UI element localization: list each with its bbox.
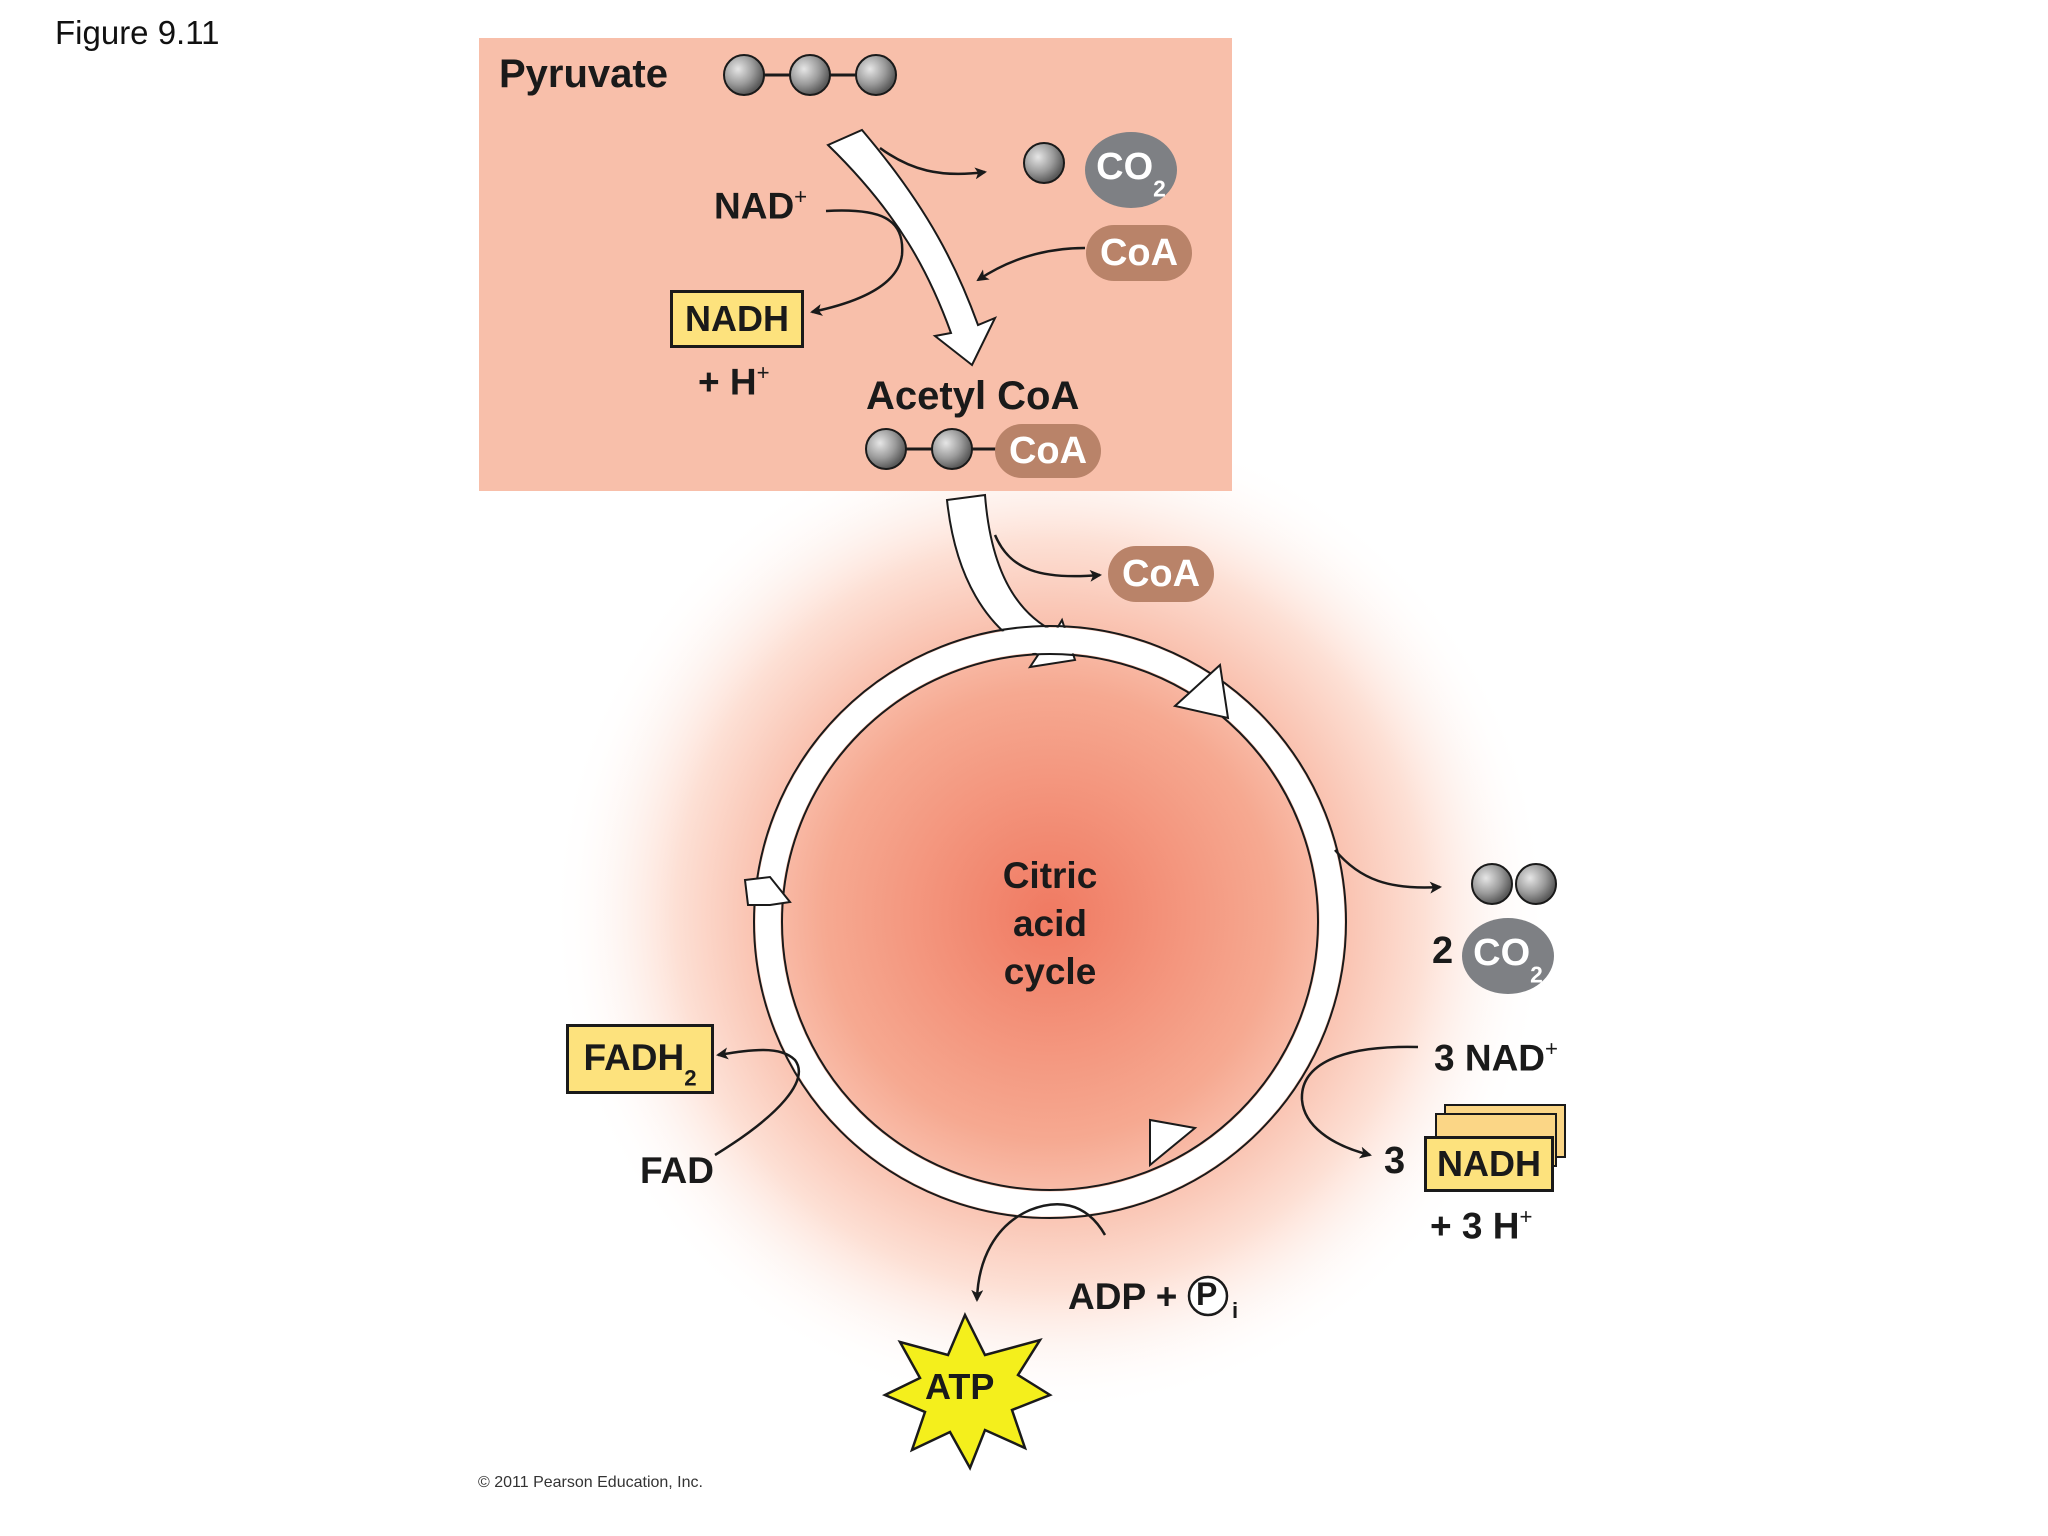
co2-release-arrow bbox=[879, 146, 987, 180]
coa-input-arrow bbox=[976, 246, 1086, 282]
cycle-co2-ball-2 bbox=[1515, 863, 1557, 905]
co2-carbon-ball bbox=[1023, 142, 1065, 184]
cycle-arrowhead-bottom bbox=[1149, 1118, 1198, 1168]
cycle-co2-arrow bbox=[1334, 849, 1442, 894]
nadh-box-top: NADH bbox=[670, 290, 804, 348]
pyruvate-conversion-arrow bbox=[826, 128, 998, 367]
co2-text: CO bbox=[1096, 146, 1154, 188]
h-plus-top: + H+ bbox=[698, 360, 770, 403]
acetyl-coa-entry-arrow bbox=[945, 493, 1077, 669]
cycle-h-superscript: + bbox=[1519, 1204, 1533, 1229]
acetyl-coa-molecule bbox=[865, 428, 1000, 470]
coa-input-pill: CoA bbox=[1086, 225, 1192, 281]
cycle-nad-arrow bbox=[1300, 1045, 1419, 1159]
pi-circle bbox=[1187, 1275, 1229, 1317]
co2-blob-cycle: CO2 bbox=[1462, 918, 1554, 994]
center-line-3: cycle bbox=[1003, 951, 1097, 992]
atp-starburst bbox=[881, 1312, 1053, 1471]
pyruvate-label: Pyruvate bbox=[499, 52, 668, 96]
fadh2-box: FADH2 bbox=[566, 1024, 714, 1094]
fadh2-text: FADH bbox=[583, 1037, 685, 1078]
cycle-nad-superscript: + bbox=[1545, 1036, 1558, 1061]
center-line-1: Citric bbox=[1002, 855, 1098, 896]
acetyl-coa-label: Acetyl CoA bbox=[866, 374, 1080, 418]
cycle-co2-subscript: 2 bbox=[1530, 961, 1543, 988]
nad-reduction-arrow bbox=[810, 209, 904, 316]
copyright-notice: © 2011 Pearson Education, Inc. bbox=[478, 1474, 703, 1491]
nadh-count: 3 bbox=[1384, 1140, 1406, 1182]
nad-input-cycle: 3 NAD+ bbox=[1434, 1036, 1558, 1079]
cycle-glow bbox=[550, 415, 1550, 1415]
fad-reduction-arrow bbox=[714, 1047, 801, 1157]
co2-count: 2 bbox=[1432, 930, 1454, 972]
co2-subscript: 2 bbox=[1153, 175, 1166, 202]
h-text: + H bbox=[698, 361, 757, 403]
nadh-box-cycle: NADH bbox=[1424, 1136, 1554, 1192]
acetyl-coa-pill: CoA bbox=[995, 424, 1101, 478]
cycle-nad-text: 3 NAD bbox=[1434, 1037, 1546, 1079]
pi-subscript: i bbox=[1232, 1298, 1239, 1323]
coa-release-arrow bbox=[993, 534, 1102, 582]
fadh2-subscript: 2 bbox=[684, 1065, 697, 1091]
fad-label: FAD bbox=[640, 1150, 714, 1191]
coa-released-pill: CoA bbox=[1108, 546, 1214, 602]
nad-text: NAD bbox=[714, 185, 795, 227]
pyruvate-molecule bbox=[723, 54, 897, 96]
cycle-arrowhead-left bbox=[743, 875, 792, 906]
nad-superscript: + bbox=[794, 184, 808, 209]
center-line-2: acid bbox=[1012, 903, 1088, 944]
nad-plus-label: NAD+ bbox=[714, 184, 807, 227]
h-plus-cycle: + 3 H+ bbox=[1430, 1204, 1532, 1247]
h-superscript: + bbox=[756, 360, 770, 385]
atp-label: ATP bbox=[925, 1366, 995, 1407]
cycle-co2-ball-1 bbox=[1471, 863, 1513, 905]
adp-label: ADP + bbox=[1068, 1276, 1178, 1317]
cycle-center-label: Citric acid cycle bbox=[950, 852, 1150, 996]
co2-blob-top: CO2 bbox=[1085, 132, 1177, 208]
atp-synthesis-arrow bbox=[971, 1203, 1107, 1302]
cycle-h-text: + 3 H bbox=[1430, 1205, 1520, 1247]
figure-label: Figure 9.11 bbox=[55, 14, 220, 51]
cycle-arrowhead-top bbox=[1172, 663, 1230, 720]
pi-symbol: P bbox=[1196, 1276, 1218, 1312]
cycle-co2-text: CO bbox=[1473, 932, 1531, 974]
